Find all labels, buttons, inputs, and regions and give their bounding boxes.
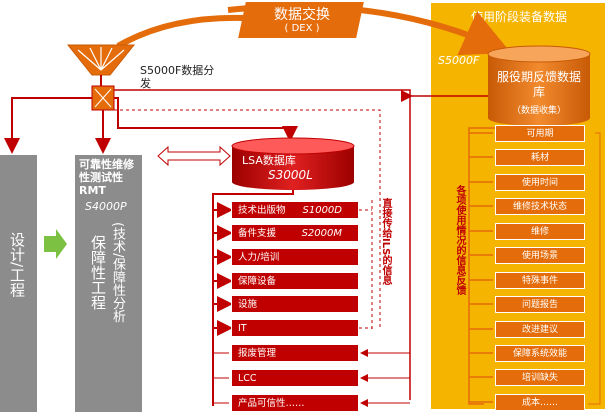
feedback-item: 培训缺失 [495, 369, 585, 386]
lsa-item: 报废管理 [231, 344, 359, 362]
lsa-database-cylinder [231, 137, 355, 155]
feedback-item: 保障系统效能 [495, 345, 585, 362]
feedback-item: 使用场景 [495, 247, 585, 264]
feedback-vertical-label: 各项使用情况的信息反馈 [454, 185, 465, 295]
dex-title: 数据交换 [274, 7, 330, 23]
feedback-item: 改进建议 [495, 321, 585, 338]
feedback-item: 耗材 [495, 149, 585, 166]
lsa-item: 人力/培训 [231, 248, 359, 266]
design-column [0, 155, 37, 412]
design-to-rmt-arrow [44, 229, 67, 259]
rmt-body: 保障性工程 [89, 235, 107, 310]
feedback-item: 问题报告 [495, 296, 585, 313]
feedback-database-cylinder [487, 45, 591, 63]
rmt-body-2: (技术/保障性分析 [110, 222, 125, 323]
feedback-item: 成本…… [495, 394, 585, 411]
distribution-label: S5000F数据分发 [140, 64, 215, 90]
feedback-item: 可用期 [495, 125, 585, 142]
design-label: 设计/工程 [8, 232, 26, 298]
lsa-code: S3000L [268, 168, 313, 182]
lsa-item: LCC [231, 369, 359, 387]
feedback-db-title: 服役期反馈数据库 [496, 70, 581, 99]
rmt-code: S4000P [85, 200, 127, 213]
lsa-title: LSA数据库 [242, 154, 296, 167]
feedback-item: 特殊事件 [495, 272, 585, 289]
lsa-item: 设施 [231, 295, 359, 313]
feedback-item: 使用时间 [495, 174, 585, 191]
rmt-column [75, 155, 142, 412]
lsa-item: IT [231, 319, 359, 337]
feedback-item: 维修技术状态 [495, 198, 585, 215]
rmt-title: 可靠性维修性测试性RMT [79, 158, 134, 197]
usage-system-code: S5000F [438, 54, 480, 67]
ils-direct-label: 直接传给ILS的信息 [380, 198, 391, 286]
dex-arc-left [116, 14, 245, 49]
lsa-item: 产品可信性…… [231, 394, 359, 412]
feedback-item: 维修 [495, 223, 585, 240]
dex-subtitle: ( DEX ) [284, 23, 320, 34]
lsa-item: 保障设备 [231, 272, 359, 290]
feedback-db-subtitle: （数据收集） [511, 106, 566, 116]
